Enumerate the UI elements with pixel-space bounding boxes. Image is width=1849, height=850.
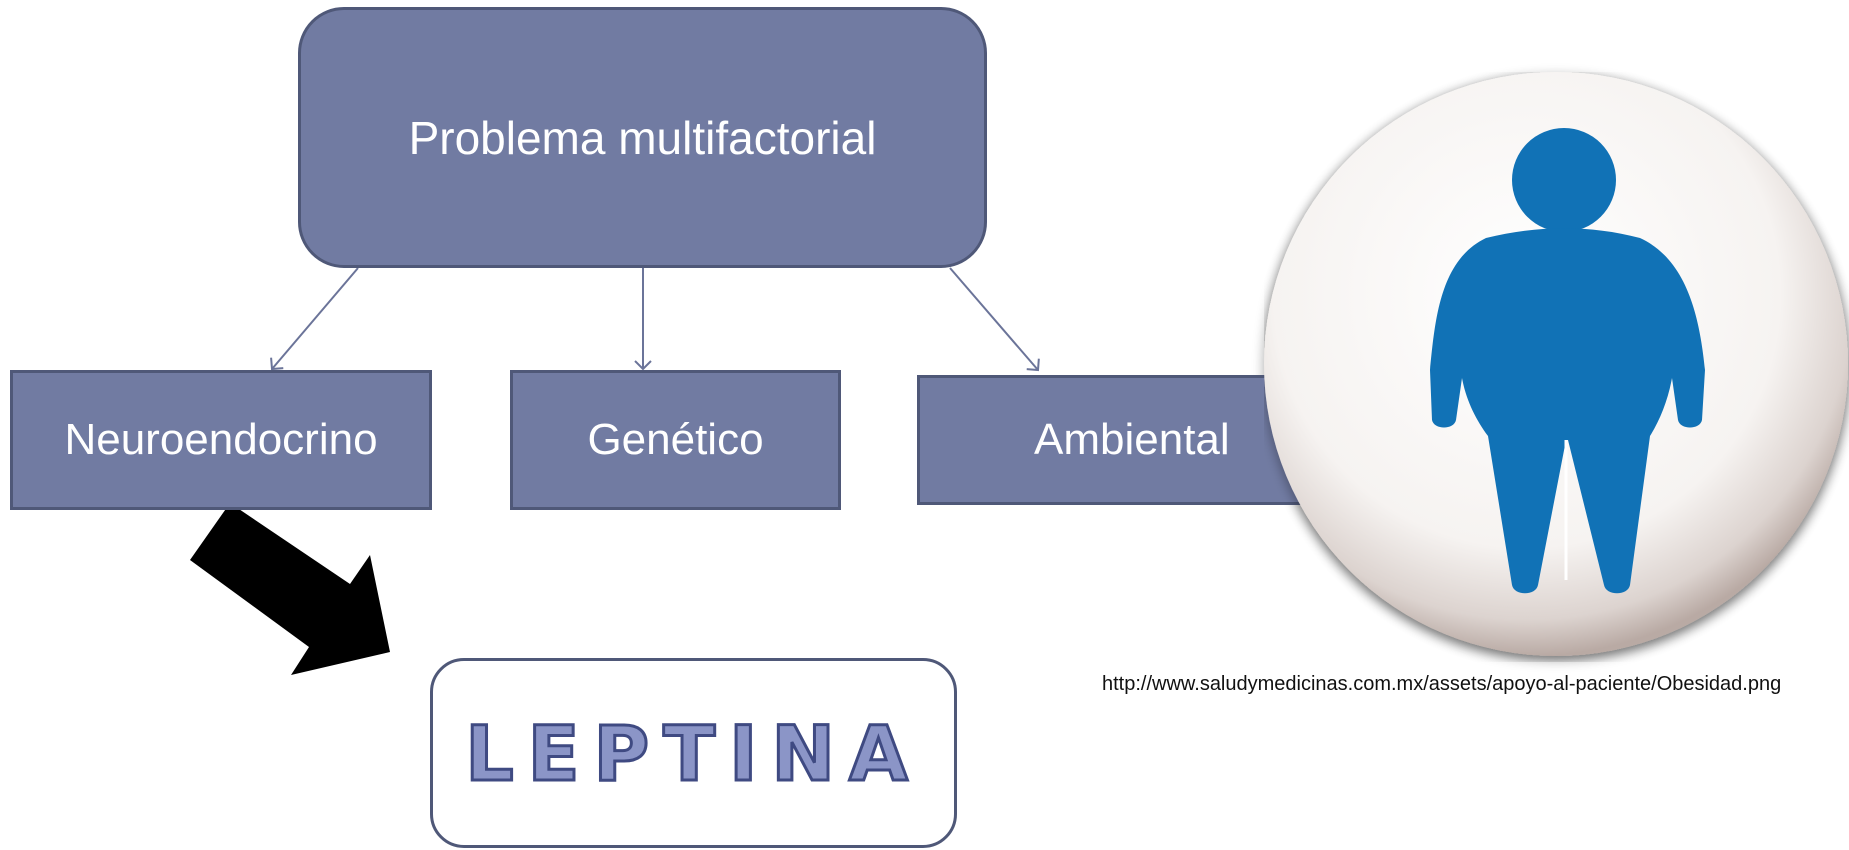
child-node-label: Neuroendocrino bbox=[64, 415, 378, 464]
root-node-label: Problema multifactorial bbox=[408, 111, 877, 164]
connector-ambiental bbox=[949, 267, 1040, 372]
child-node-label: Genético bbox=[587, 415, 764, 464]
root-node-box: Problema multifactorial bbox=[298, 7, 987, 268]
child-node-neuroendocrino: Neuroendocrino bbox=[10, 370, 432, 510]
big-arrow-icon bbox=[190, 503, 390, 675]
leptina-label: LEPTINA bbox=[464, 707, 922, 799]
image-source-caption: http://www.saludymedicinas.com.mx/assets… bbox=[1102, 673, 1782, 695]
connector-neuroendocrino bbox=[270, 267, 359, 371]
child-node-label: Ambiental bbox=[1034, 415, 1230, 464]
leptina-box: LEPTINA bbox=[430, 658, 957, 848]
person-figure-icon bbox=[1430, 128, 1705, 594]
child-node-genetico: Genético bbox=[510, 370, 841, 510]
badge-overlay bbox=[1264, 72, 1848, 656]
